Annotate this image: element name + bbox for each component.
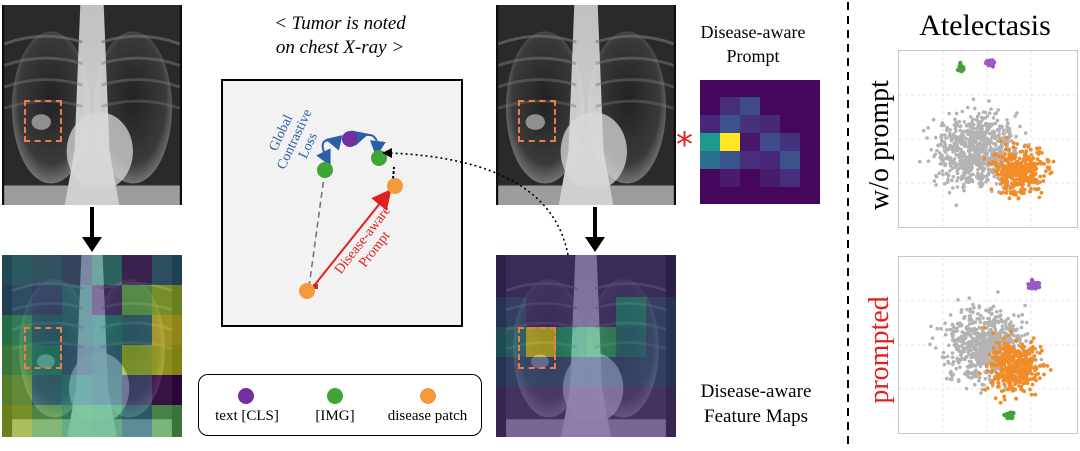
legend-label-img: [IMG] xyxy=(315,408,355,424)
contrast-arrow-right xyxy=(351,130,386,157)
tumor-bounding-box xyxy=(24,327,62,369)
disease-patch-dot-top xyxy=(387,178,403,194)
legend-swatch-text-cls xyxy=(238,388,254,404)
prompt-panel-title: Disease-aware Prompt xyxy=(678,20,828,68)
disease-aware-prompt-arrow xyxy=(312,188,392,288)
feature-to-embedding-arrow xyxy=(382,148,569,256)
tumor-bounding-box xyxy=(24,100,62,142)
tumor-bounding-box xyxy=(518,327,556,369)
feature-map-overlay xyxy=(496,255,676,437)
disease-patch-dot-bottom xyxy=(299,283,315,299)
chest-xray-feature-maps xyxy=(496,255,676,437)
disease-points xyxy=(982,135,1056,201)
attention-heatmap xyxy=(2,255,182,437)
chest-xray-prompted xyxy=(496,5,676,205)
prompt-marker: * xyxy=(676,125,693,165)
text-points xyxy=(1026,277,1042,291)
contrastive-diagram-box xyxy=(221,79,463,327)
down-arrow-middle xyxy=(585,207,605,252)
tsne-plot-without-prompt xyxy=(898,50,1078,228)
legend-swatches xyxy=(238,388,436,404)
legend-swatch-disease xyxy=(420,388,436,404)
img-dot-right xyxy=(371,150,387,166)
dashed-link xyxy=(308,176,325,288)
legend-label-disease: disease patch xyxy=(387,408,468,424)
chest-xray-attention-map xyxy=(2,255,182,437)
tumor-bounding-box xyxy=(518,100,556,142)
legend-label-text-cls: text [CLS] xyxy=(215,408,279,424)
tsne-plot-prompted xyxy=(898,256,1078,434)
caption-text: < Tumor is noted on chest X-ray > xyxy=(225,12,455,60)
feature-maps-line2: Feature Maps xyxy=(704,406,808,427)
feature-maps-line1: Disease-aware xyxy=(700,381,812,402)
text-cls-dot xyxy=(342,131,358,147)
chest-xray-original xyxy=(2,5,182,205)
tsne-title: Atelectasis xyxy=(919,9,1051,42)
tsne-scatter-without-prompt xyxy=(899,51,1077,227)
section-divider xyxy=(847,2,849,450)
caption-line1: < Tumor is noted xyxy=(274,13,406,34)
img-points xyxy=(1002,410,1016,421)
dashed-link-short xyxy=(392,166,395,180)
legend-swatch-img xyxy=(327,388,343,404)
img-dot-left xyxy=(317,162,333,178)
prompt-title-line1: Disease-aware xyxy=(700,22,806,42)
down-arrow-left xyxy=(82,207,102,252)
tsne-row2-label: prompted xyxy=(864,296,895,404)
text-points xyxy=(983,58,997,69)
caption-line2: on chest X-ray > xyxy=(275,37,405,58)
feature-maps-label: Disease-aware Feature Maps xyxy=(680,379,832,429)
legend xyxy=(198,374,482,436)
prompt-title-line2: Prompt xyxy=(726,46,780,66)
contrastive-diagram xyxy=(299,130,403,299)
img-points xyxy=(955,60,966,74)
contrast-arrow-left xyxy=(316,135,343,167)
tsne-scatter-prompted xyxy=(899,257,1077,433)
tsne-row1-label: w/o prompt xyxy=(864,80,895,210)
disease-points xyxy=(978,325,1053,405)
prompt-heatmap xyxy=(700,80,820,204)
